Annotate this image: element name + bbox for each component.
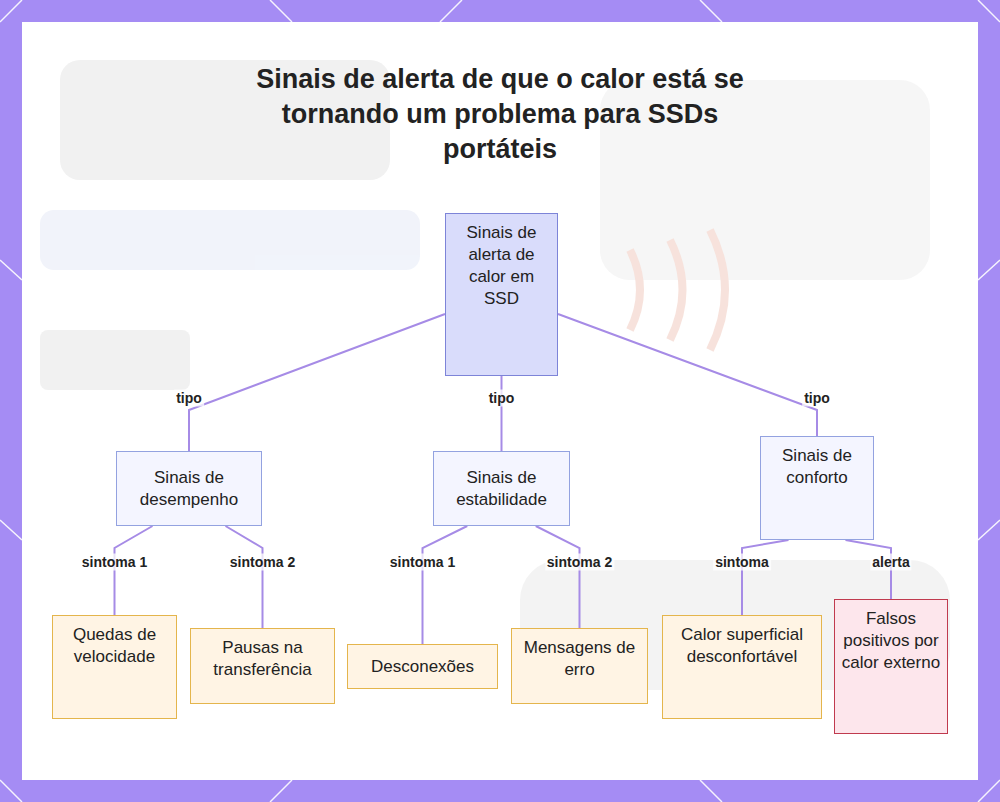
category-box: Sinais de conforto xyxy=(760,436,874,540)
node-text: Falsos positivos por calor externo xyxy=(841,608,941,674)
connector-line xyxy=(115,526,153,615)
node-text: Sinais de alerta de calor em SSD xyxy=(452,222,551,310)
faded-background-image xyxy=(40,60,950,690)
connector-line xyxy=(501,376,503,451)
symptom-box: Calor superficial desconfortável xyxy=(662,615,822,719)
node-text: Sinais de conforto xyxy=(767,445,867,489)
edge-label: sintoma 1 xyxy=(388,554,457,571)
node-text: Sinais de estabilidade xyxy=(440,467,563,511)
connector-line xyxy=(423,526,468,644)
connector-line xyxy=(742,540,789,615)
connector-line xyxy=(536,526,580,628)
symptom-box: Quedas de velocidade xyxy=(52,615,177,719)
edge-label: sintoma 2 xyxy=(228,554,297,571)
edge-label: tipo xyxy=(802,390,832,407)
edge-label: sintoma xyxy=(713,554,771,571)
diagram-title: Sinais de alerta de que o calor está se … xyxy=(230,62,770,167)
connector-line xyxy=(189,314,445,451)
connector-line xyxy=(558,314,817,436)
node-text: Sinais de desempenho xyxy=(123,467,255,511)
alert-box: Falsos positivos por calor externo xyxy=(834,599,948,734)
node-text: Quedas de velocidade xyxy=(59,624,170,668)
symptom-box: Pausas na transferência xyxy=(190,628,335,704)
symptom-box: Mensagens de erro xyxy=(511,628,648,704)
node-text: Mensagens de erro xyxy=(518,637,641,681)
symptom-box: Desconexões xyxy=(347,644,498,689)
node-text: Desconexões xyxy=(371,656,474,678)
edge-label: tipo xyxy=(487,390,517,407)
category-box: Sinais de desempenho xyxy=(116,451,262,526)
white-panel xyxy=(22,22,978,780)
edge-label: sintoma 1 xyxy=(80,554,149,571)
edge-label: sintoma 2 xyxy=(545,554,614,571)
connector-line xyxy=(226,526,263,628)
node-text: Calor superficial desconfortável xyxy=(669,624,815,668)
edge-label: alerta xyxy=(870,554,911,571)
edge-label: tipo xyxy=(174,390,204,407)
category-box: Sinais de estabilidade xyxy=(433,451,570,526)
root-box: Sinais de alerta de calor em SSD xyxy=(445,213,558,376)
node-text: Pausas na transferência xyxy=(197,637,328,681)
